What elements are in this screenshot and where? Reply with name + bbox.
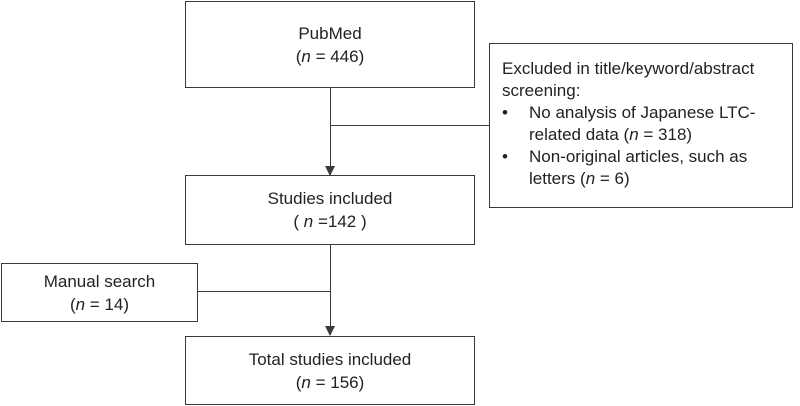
pubmed-box: PubMed (n = 446) <box>185 1 475 88</box>
total-studies-box: Total studies included (n = 156) <box>185 336 475 405</box>
pubmed-count: (n = 446) <box>295 46 365 66</box>
n-symbol: n <box>301 372 311 392</box>
excluded-list: • No analysis of Japanese LTC-related da… <box>502 102 782 190</box>
manual-search-box: Manual search (n = 14) <box>1 263 198 322</box>
arrow-to-total <box>325 326 335 336</box>
manual-search-title: Manual search <box>43 271 156 291</box>
total-studies-count: (n = 156) <box>295 372 365 392</box>
n-symbol: n <box>303 212 314 231</box>
manual-search-count-value: = 14 <box>85 294 124 314</box>
excluded-item-text: Non-original articles, such as letters ( <box>529 147 748 188</box>
excluded-item-non-original: • Non-original articles, such as letters… <box>502 146 782 190</box>
studies-included-count: ( n =142 ) <box>293 210 366 233</box>
total-studies-count-value: = 156 <box>310 372 359 392</box>
bullet-marker: • <box>502 103 508 122</box>
connector-to-excluded <box>330 125 489 126</box>
connector-pubmed-to-studies <box>330 88 331 175</box>
excluded-item-count: = 6) <box>595 169 630 188</box>
n-symbol: n <box>301 46 311 66</box>
total-studies-title: Total studies included <box>248 349 412 369</box>
studies-included-title: Studies included <box>267 189 393 208</box>
manual-search-count: (n = 14) <box>69 294 130 314</box>
connector-from-manual-search <box>198 291 330 292</box>
studies-included-box: Studies included ( n =142 ) <box>185 175 475 245</box>
n-symbol: n <box>629 125 639 144</box>
studies-count-value: =142 ) <box>313 212 367 231</box>
connector-studies-to-total <box>330 245 331 335</box>
excluded-title: Excluded in title/keyword/abstract scree… <box>502 59 755 100</box>
arrow-to-studies <box>325 166 335 176</box>
excluded-item-count: = 318) <box>638 125 693 144</box>
pubmed-title: PubMed <box>298 23 362 43</box>
excluded-box: Excluded in title/keyword/abstract scree… <box>489 43 793 208</box>
pubmed-count-value: = 446 <box>310 46 359 66</box>
studies-count-prefix: ( <box>293 212 304 231</box>
n-symbol: n <box>585 169 596 188</box>
bullet-marker: • <box>502 147 508 166</box>
excluded-item-no-analysis: • No analysis of Japanese LTC-related da… <box>502 102 782 146</box>
n-symbol: n <box>75 294 86 314</box>
excluded-item-text: No analysis of Japanese LTC-related data… <box>529 103 756 144</box>
